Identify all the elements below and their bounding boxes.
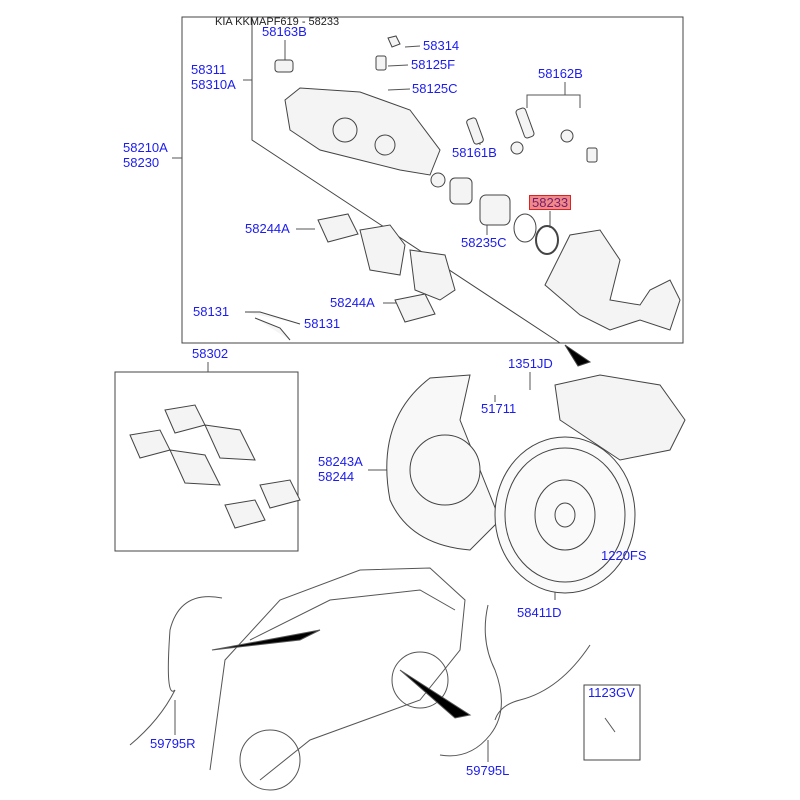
part-label-58125C[interactable]: 58125C — [412, 81, 458, 96]
backing-plate-illustration — [386, 374, 501, 551]
part-label-58243A[interactable]: 58243A — [318, 454, 363, 469]
part-label-1123GV[interactable]: 1123GV — [588, 685, 635, 700]
bolt-1123gv-frame — [583, 684, 641, 761]
part-label-1220FS[interactable]: 1220FS — [601, 548, 647, 563]
part-label-58302[interactable]: 58302 — [192, 346, 229, 361]
part-label-58235C[interactable]: 58235C — [461, 235, 507, 250]
pad-kit-illustration — [129, 404, 301, 529]
caliper-bracket-illustration — [544, 229, 681, 331]
part-label-1351JD[interactable]: 1351JD — [508, 356, 553, 371]
car-illustration — [209, 567, 472, 791]
caliper-inner-frame — [251, 17, 561, 344]
part-label-58162B[interactable]: 58162B — [538, 66, 583, 81]
caliper-assembly-frame — [181, 16, 684, 344]
part-label-58244[interactable]: 58244 — [318, 469, 355, 484]
wheel-speed-sensor-cables — [129, 596, 616, 757]
part-label-59795L[interactable]: 59795L — [466, 763, 510, 778]
part-label-58310A[interactable]: 58310A — [191, 77, 236, 92]
caliper-body-illustration — [274, 35, 598, 226]
part-label-58163B[interactable]: 58163B — [262, 24, 307, 39]
part-label-58244A[interactable]: 58244A — [330, 295, 375, 310]
piston-seals — [513, 213, 559, 255]
diagram-title: KIA KKMAPF619 - 58233 — [215, 16, 340, 28]
rear-caliper-assembled-illustration — [554, 344, 686, 461]
part-label-58233-highlighted[interactable]: 58233 — [529, 195, 572, 210]
part-label-58210A[interactable]: 58210A — [123, 140, 168, 155]
part-label-58161B[interactable]: 58161B — [452, 145, 497, 160]
part-label-58314[interactable]: 58314 — [423, 38, 460, 53]
part-label-58125F[interactable]: 58125F — [411, 57, 456, 72]
part-label-58244A[interactable]: 58244A — [245, 221, 290, 236]
pad-kit-frame — [114, 371, 299, 552]
part-label-58131[interactable]: 58131 — [193, 304, 230, 319]
pads-illustration — [245, 213, 456, 341]
part-label-59795R[interactable]: 59795R — [150, 736, 196, 751]
brake-rotor-illustration — [494, 436, 636, 594]
part-label-58311[interactable]: 58311 — [191, 62, 227, 77]
part-label-51711[interactable]: 51711 — [481, 401, 517, 416]
part-label-58230[interactable]: 58230 — [123, 155, 160, 170]
part-label-58411D[interactable]: 58411D — [517, 605, 562, 620]
part-label-58131[interactable]: 58131 — [304, 316, 341, 331]
